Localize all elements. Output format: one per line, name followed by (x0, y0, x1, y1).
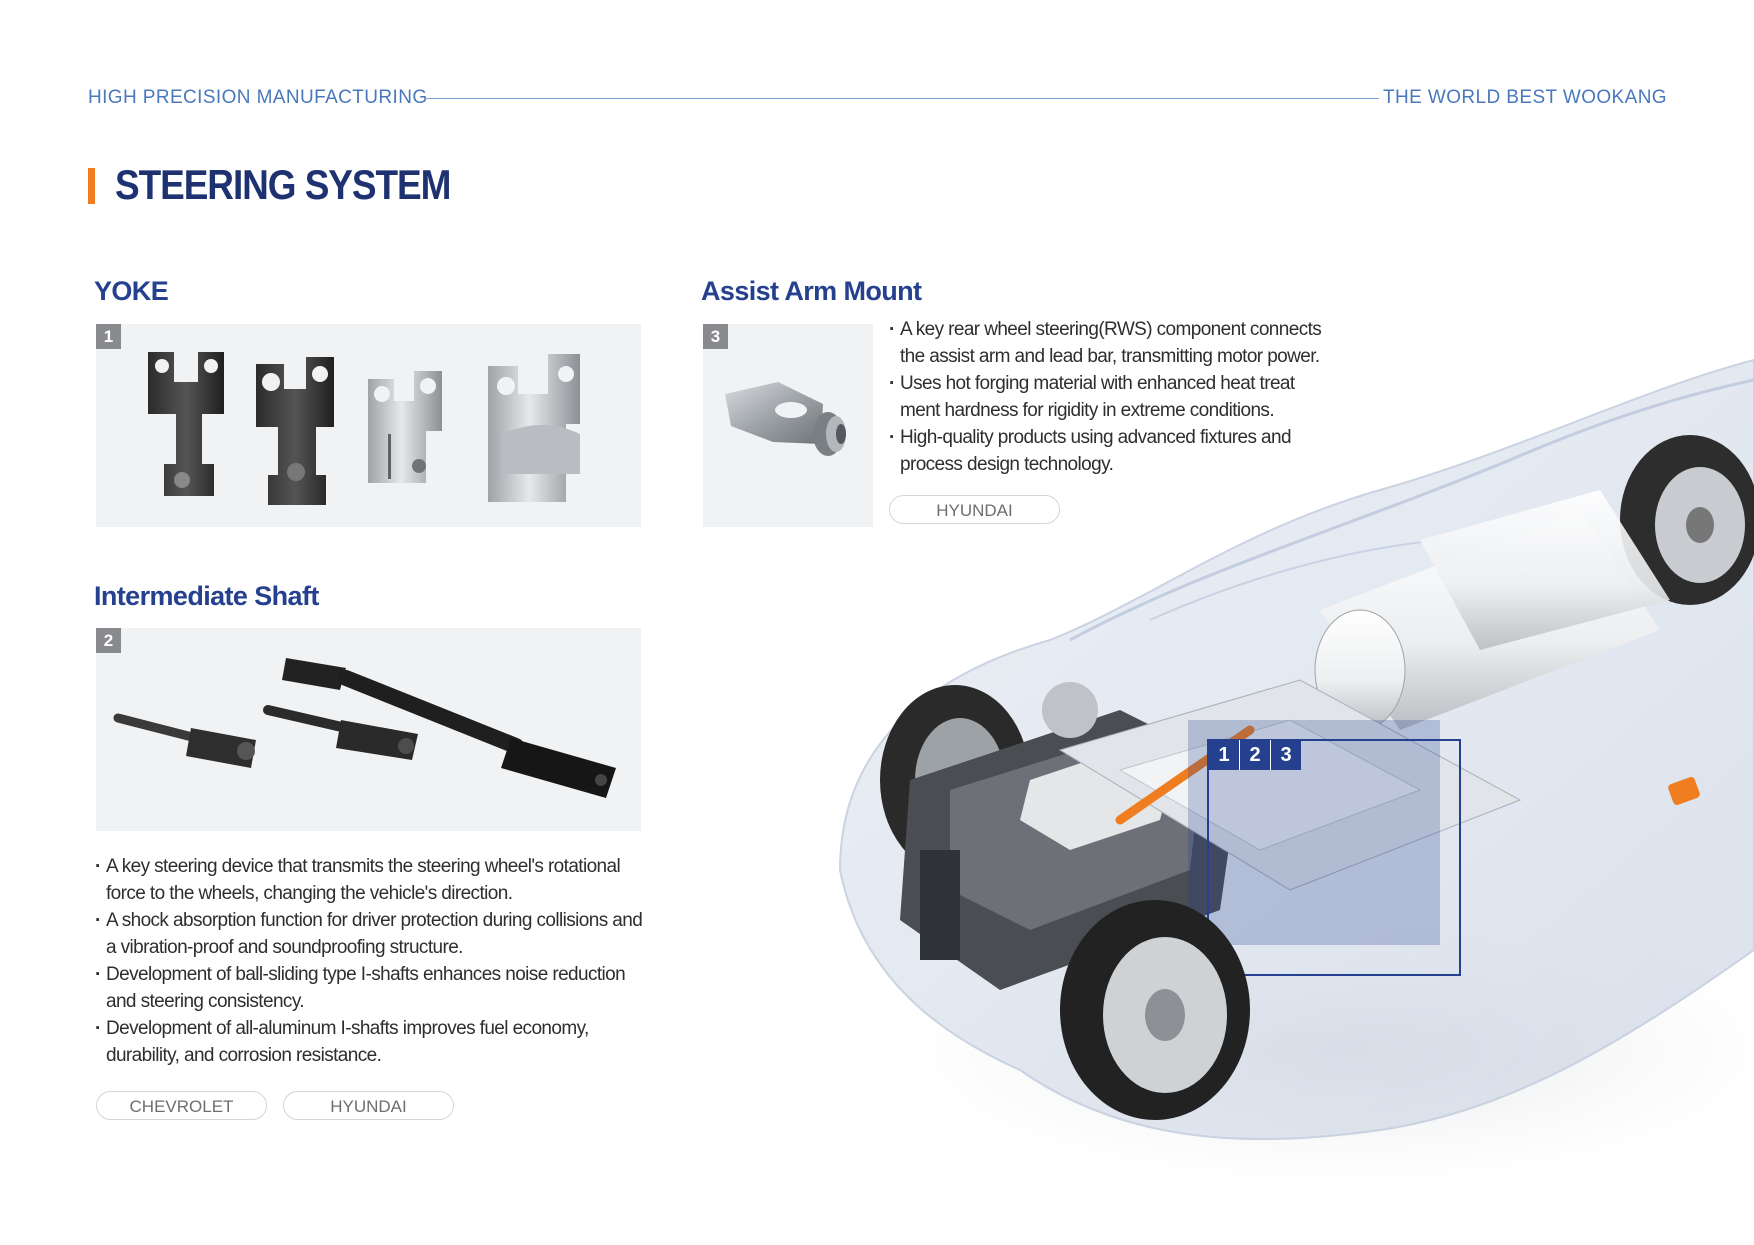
yoke-dark-1 (148, 352, 224, 496)
yoke-silver-1 (368, 371, 442, 483)
callout-number-1: 1 (1209, 740, 1240, 770)
front-wheel-right (1060, 900, 1250, 1120)
callout-number-tabs: 1 2 3 (1209, 740, 1301, 770)
intermediate-shaft-parts-image (113, 658, 616, 798)
page-title: STEERING SYSTEM (115, 161, 451, 208)
assist-arm-mount-part-image (725, 382, 846, 456)
shaft-medium (263, 705, 418, 760)
section-title-intermediate-shaft: Intermediate Shaft (94, 581, 319, 611)
shaft-long (282, 658, 616, 798)
yoke-dark-2 (256, 357, 334, 505)
brand-tag-chevrolet: CHEVROLET (96, 1091, 267, 1120)
yoke-silver-2 (488, 354, 580, 502)
header-right-text: THE WORLD BEST WOOKANG (1383, 87, 1667, 108)
rear-wheel (1620, 435, 1754, 605)
header-left-text: HIGH PRECISION MANUFACTURING (88, 87, 428, 108)
section-title-assist-arm-mount: Assist Arm Mount (701, 276, 922, 306)
bullet-item: A key steering device that transmits the… (95, 853, 655, 907)
item-number-badge: 1 (96, 324, 121, 349)
section-title-yoke: YOKE (94, 276, 169, 306)
item-number-badge: 3 (703, 324, 728, 349)
assist-arm-mount-image-panel: 3 (703, 324, 873, 527)
bullet-item: High-quality products using advanced fix… (889, 424, 1329, 478)
intermediate-shaft-image-panel: 2 (96, 628, 641, 831)
vehicle-chassis-illustration: 1 2 3 (820, 350, 1754, 1240)
bullet-item: A shock absorption function for driver p… (95, 907, 655, 961)
shaft-short (113, 713, 256, 768)
fuel-tanks (1314, 490, 1700, 805)
callout-number-2: 2 (1240, 740, 1271, 770)
item-number-badge: 2 (96, 628, 121, 653)
title-accent-bar (88, 168, 95, 204)
car-drawing (820, 358, 1754, 1210)
bullet-item: Development of ball-sliding type I-shaft… (95, 961, 655, 1015)
bullet-item: Uses hot forging material with enhanced … (889, 370, 1329, 424)
intermediate-shaft-description: A key steering device that transmits the… (95, 853, 655, 1069)
yoke-image-panel: 1 (96, 324, 641, 527)
callout-number-3: 3 (1271, 740, 1301, 770)
brand-tag-hyundai: HYUNDAI (283, 1091, 454, 1120)
bullet-item: Development of all-aluminum I-shafts imp… (95, 1015, 655, 1069)
brand-tag-hyundai: HYUNDAI (889, 495, 1060, 524)
assist-arm-mount-description: A key rear wheel steering(RWS) component… (889, 316, 1329, 478)
yoke-parts-image (148, 352, 580, 505)
header-divider (424, 98, 1379, 99)
bullet-item: A key rear wheel steering(RWS) component… (889, 316, 1329, 370)
